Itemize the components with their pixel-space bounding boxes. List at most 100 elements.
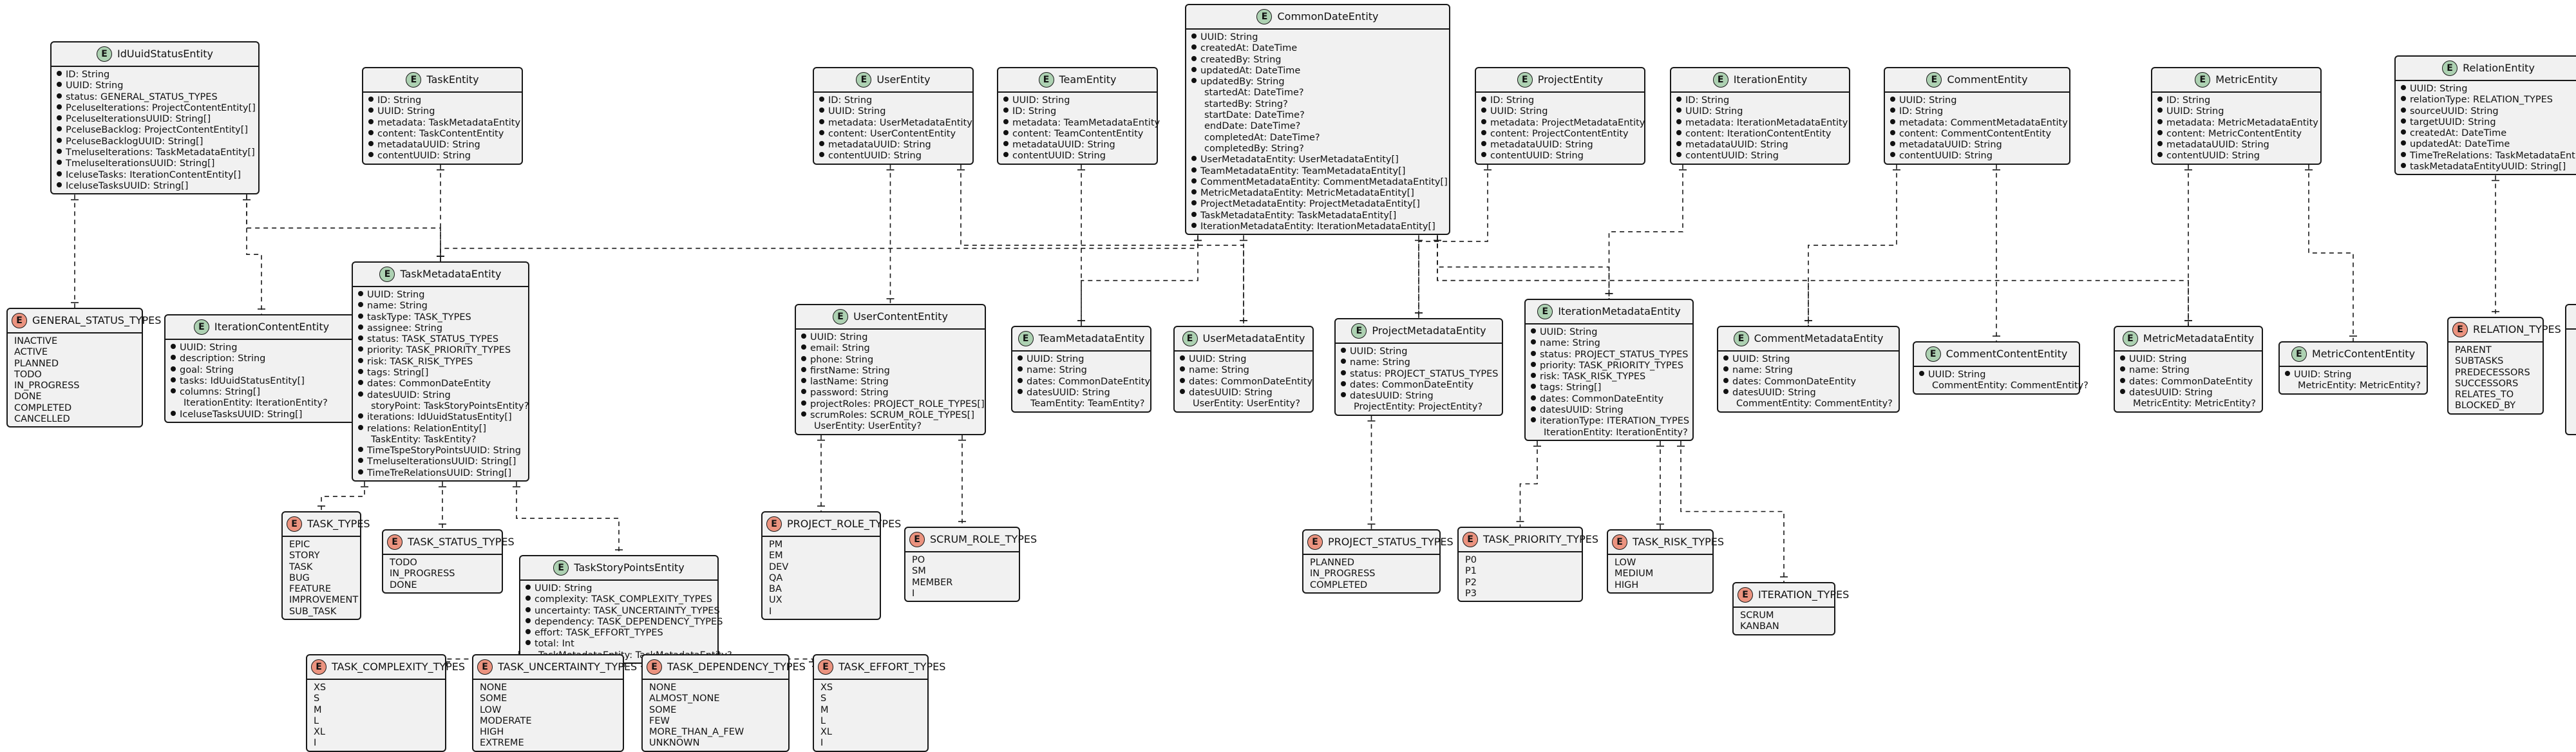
entity-field: UUID: String — [1003, 95, 1151, 106]
field-bullet-icon — [1191, 178, 1197, 183]
entity-field: lastName: String — [801, 377, 980, 388]
enum-value: S — [312, 693, 440, 704]
entity-field: status: GENERAL_STATUS_TYPES — [57, 92, 253, 103]
field-bullet-icon — [368, 108, 374, 113]
field-bullet-icon — [1341, 370, 1346, 375]
field-bullet-icon — [2120, 355, 2125, 361]
field-text: dates: CommonDateEntity — [1540, 393, 1664, 404]
field-bullet-icon — [1531, 350, 1536, 356]
relation-line — [1437, 235, 1610, 299]
field-text: NONE — [649, 682, 677, 693]
field-text: IceluseTasksUUID: String[] — [180, 409, 303, 420]
enum-value: P2 — [1464, 578, 1577, 588]
field-text: contentUUID: String — [2166, 151, 2260, 162]
entity-field: CommentEntity: CommentEntity? — [1723, 399, 1893, 409]
field-text: UserMetadataEntity: UserMetadataEntity[] — [1200, 155, 1399, 165]
field-bullet-icon — [526, 617, 531, 623]
field-text: dates: CommonDateEntity — [1350, 379, 1474, 390]
enum-value: I — [768, 606, 875, 617]
field-text: BA — [769, 584, 782, 595]
field-text: taskType: TASK_TYPES — [367, 312, 471, 323]
entity-field: UUID: String — [2285, 370, 2421, 381]
field-bullet-icon — [2157, 118, 2163, 124]
field-text: name: String — [1350, 357, 1410, 368]
enum-value: M — [312, 705, 440, 716]
field-bullet-icon — [1723, 355, 1728, 361]
field-text: SOME — [480, 693, 507, 704]
field-text: TODO — [14, 369, 42, 380]
entity-field: ID: String — [1003, 106, 1151, 117]
entity-field: TimeTreRelations: TaskMetadataEntity — [2401, 151, 2576, 162]
enum-value: IMPROVEMENT — [288, 595, 358, 606]
field-text: UUID: String — [367, 290, 425, 300]
entity-field: IceluseTasks: IterationContentEntity[] — [57, 170, 253, 181]
field-bullet-icon — [57, 149, 62, 155]
field-text: total: Int — [535, 639, 574, 650]
enum-value: I — [312, 738, 440, 749]
field-bullet-icon — [819, 152, 824, 158]
field-text: dependency: TASK_DEPENDENCY_TYPES — [535, 616, 723, 627]
entity-field: password: String — [801, 388, 980, 399]
entity-field: complexity: TASK_COMPLEXITY_TYPES — [526, 594, 712, 605]
entity-field: UUID: String — [358, 290, 523, 301]
field-bullet-icon — [526, 606, 531, 612]
entity-title: RelationEntity — [2463, 62, 2535, 74]
enum-value: LOW — [1613, 558, 1707, 569]
field-bullet-icon — [1723, 388, 1728, 394]
entity-badge-icon: E — [2195, 71, 2211, 88]
field-bullet-icon — [1180, 388, 1185, 394]
field-text: datesUUID: String — [2129, 387, 2213, 398]
entity-field: content: IterationContentEntity — [1676, 129, 1844, 140]
field-text: INACTIVE — [14, 336, 58, 346]
field-text: UUID: String — [377, 106, 435, 117]
entity-field: UUID: String — [1341, 346, 1497, 357]
entity-field: UserEntity: UserEntity? — [801, 421, 980, 432]
field-text: priority: TASK_PRIORITY_TYPES — [1540, 360, 1684, 371]
enum-value: TODO — [13, 370, 137, 381]
field-bullet-icon — [1676, 108, 1681, 113]
field-text: content: CommentContentEntity — [1899, 128, 2052, 139]
entity-title: TASK_DEPENDENCY_TYPES — [667, 661, 806, 673]
field-bullet-icon — [1191, 78, 1197, 84]
field-bullet-icon — [2120, 388, 2125, 394]
field-text: I — [912, 588, 915, 599]
entity-field: datesUUID: String — [1341, 391, 1497, 402]
field-text: metadata: UserMetadataEntity — [828, 117, 972, 128]
entity-field: metadataUUID: String — [2157, 140, 2315, 151]
entity-field: IceluseTasksUUID: String[] — [171, 409, 352, 420]
entity-field: metadata: ProjectMetadataEntity — [1481, 118, 1645, 129]
field-bullet-icon — [171, 410, 176, 416]
entity-title: MetricContentEntity — [2311, 348, 2416, 360]
field-text: contentUUID: String — [377, 151, 471, 162]
enum-value: IN_PROGRESS — [388, 569, 497, 579]
entity-field: risk: TASK_RISK_TYPES — [358, 357, 523, 368]
entity-title: UserEntity — [876, 73, 931, 86]
enum-value: SUBTASKS — [2454, 356, 2537, 367]
field-text: I — [314, 738, 317, 749]
entity-field: effort: TASK_EFFORT_TYPES — [526, 628, 712, 639]
entity-field: ProjectMetadataEntity: ProjectMetadataEn… — [1191, 199, 1444, 210]
field-bullet-icon — [358, 335, 363, 341]
entity-field: storyPoint: TaskStoryPointsEntity? — [358, 401, 529, 412]
field-bullet-icon — [358, 447, 363, 453]
entity-field: name: String — [1180, 365, 1307, 376]
field-text: columns: String[] — [180, 387, 261, 398]
field-bullet-icon — [801, 355, 806, 361]
field-bullet-icon — [57, 104, 62, 109]
field-text: ID: String — [1490, 95, 1535, 106]
field-text: ID: String — [828, 95, 873, 106]
entity-field: updatedAt: DateTime — [2401, 139, 2576, 150]
field-text: metadataUUID: String — [1490, 140, 1593, 151]
relation-line — [1808, 164, 1897, 326]
